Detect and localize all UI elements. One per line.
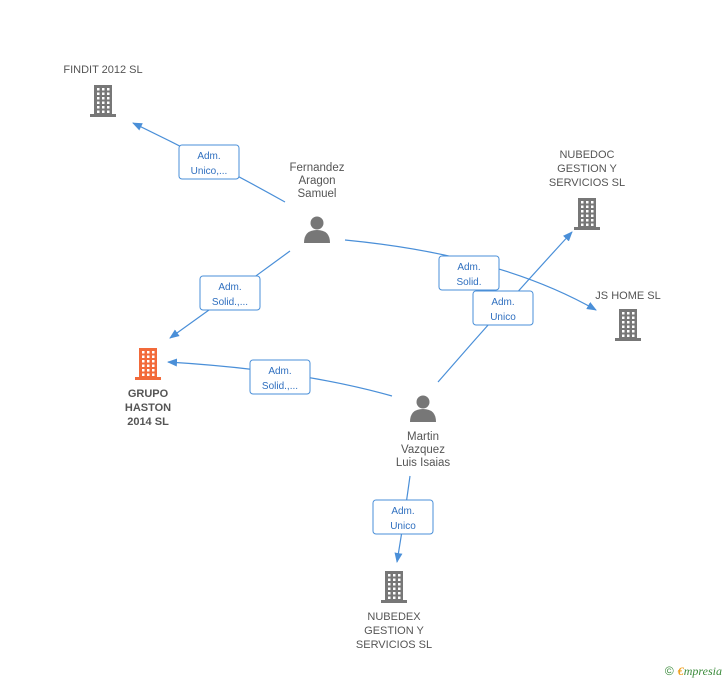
node-findit[interactable]: FINDIT 2012 SL — [63, 64, 143, 117]
node-jshome[interactable]: JS HOME SL — [595, 290, 661, 341]
node-label-line: 2014 SL — [127, 416, 169, 428]
edge-label-box[interactable] — [178, 144, 240, 180]
building-icon — [381, 571, 407, 603]
node-label-line: Vazquez — [401, 444, 445, 456]
node-label-line: GRUPO — [128, 388, 169, 400]
edge-martin-grupo[interactable]: Adm. Solid.,... — [167, 358, 393, 397]
brand-logo-text: mpresia — [683, 664, 722, 678]
person-icon — [304, 216, 330, 243]
node-label-line: Luis Isaias — [396, 457, 451, 469]
copyright-symbol: © — [664, 664, 674, 678]
node-label-line: Fernandez — [290, 162, 345, 174]
edge-label-line: Unico,... — [191, 166, 228, 177]
node-label-line: SERVICIOS SL — [356, 639, 432, 651]
node-label-line: Aragon — [298, 175, 335, 187]
edge-label-line: Adm. — [268, 366, 291, 377]
node-label-line: GESTION Y — [557, 163, 617, 175]
node-label-line: GESTION Y — [364, 625, 424, 637]
edge-label-line: Unico — [390, 521, 416, 532]
edge-martin-nubedex[interactable]: Adm. Unico — [372, 475, 434, 563]
node-label-line: Samuel — [298, 188, 337, 200]
node-label-line: Martin — [407, 431, 439, 443]
edge-label-box[interactable] — [199, 275, 261, 311]
edge-label-line: Adm. — [457, 262, 480, 273]
edge-label-box[interactable] — [438, 255, 500, 291]
node-label-line: JS HOME SL — [595, 290, 660, 302]
node-nubedex[interactable]: NUBEDEX GESTION Y SERVICIOS SL — [356, 571, 432, 651]
node-grupo[interactable]: GRUPO HASTON 2014 SL — [125, 348, 171, 428]
node-label-line: FINDIT 2012 SL — [63, 64, 142, 76]
edge-label-line: Adm. — [491, 297, 514, 308]
node-label-line: HASTON — [125, 402, 171, 414]
edge-label-line: Solid.,... — [212, 297, 248, 308]
footer-brand: ©€mpresia — [665, 664, 722, 679]
node-label-line: NUBEDEX — [367, 611, 421, 623]
edge-fernandez-grupo[interactable]: Adm. Solid.,... — [169, 250, 291, 339]
building-icon — [615, 309, 641, 341]
edge-martin-nubedoc[interactable]: Adm. Unico — [437, 231, 573, 383]
edge-label-box[interactable] — [249, 359, 311, 395]
building-icon — [574, 198, 600, 230]
building-icon — [90, 85, 116, 117]
node-label-line: NUBEDOC — [559, 149, 614, 161]
brand-logo-e: € — [677, 664, 684, 678]
building-icon — [135, 348, 161, 380]
edge-label-line: Unico — [490, 312, 516, 323]
edge-label-box[interactable] — [372, 499, 434, 535]
edge-fernandez-findit[interactable]: Adm. Unico,... — [132, 122, 286, 203]
edge-label-line: Adm. — [218, 282, 241, 293]
person-icon — [410, 395, 436, 422]
edges-layer: Adm.Unico,...Adm.Solid.,...Adm.Solid.Adm… — [132, 122, 597, 563]
edge-label-line: Adm. — [391, 506, 414, 517]
edge-label-line: Solid. — [456, 277, 481, 288]
node-nubedoc[interactable]: NUBEDOC GESTION Y SERVICIOS SL — [549, 149, 625, 230]
nodes-layer: FINDIT 2012 SLFernandezAragonSamuelNUBED… — [63, 64, 660, 651]
edge-label-box[interactable] — [472, 290, 534, 326]
node-label-line: SERVICIOS SL — [549, 177, 625, 189]
edge-label-line: Adm. — [197, 151, 220, 162]
edge-label-line: Solid.,... — [262, 381, 298, 392]
edge-fernandez-jshome[interactable]: Adm. Solid. — [344, 239, 597, 311]
